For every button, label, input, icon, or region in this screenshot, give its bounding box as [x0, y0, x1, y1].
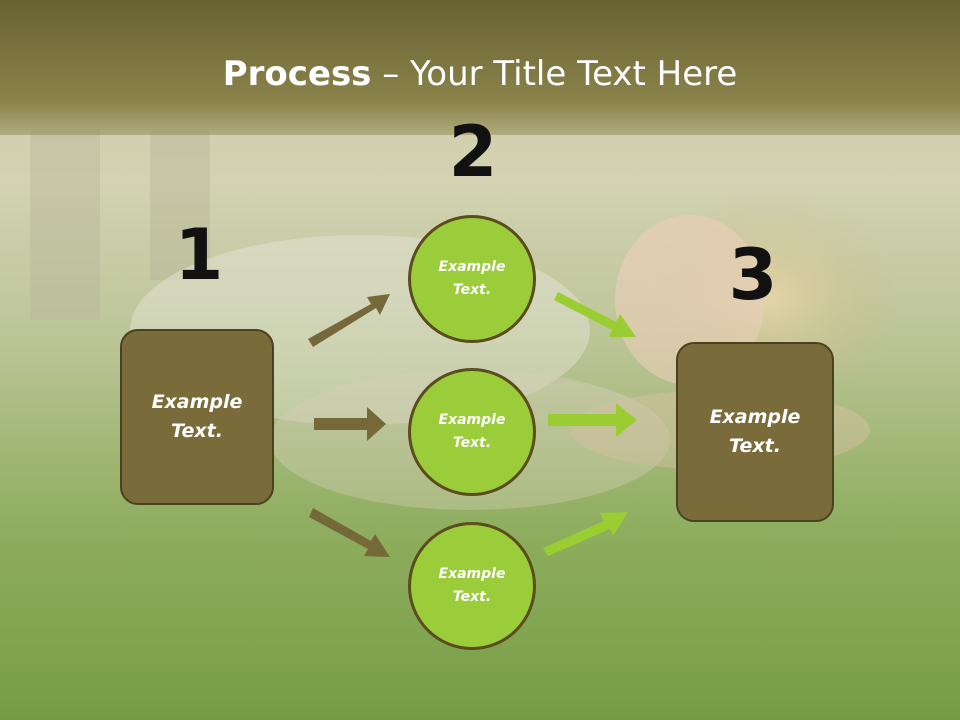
circle-top: Example Text. — [408, 215, 536, 343]
arrow-left-to-middle — [314, 407, 386, 441]
step-number-2: 2 — [448, 111, 498, 193]
right-box-text: Example Text. — [709, 406, 801, 457]
title-banner — [0, 0, 960, 135]
slide-title: Process – Your Title Text Here — [0, 52, 960, 96]
right-step-box: Example Text. — [676, 342, 834, 522]
circle-bottom: Example Text. — [408, 522, 536, 650]
title-rest: – Your Title Text Here — [371, 54, 738, 94]
title-strong: Process — [222, 54, 372, 94]
arrow-left-to-bottom — [309, 508, 390, 557]
left-box-text: Example Text. — [151, 391, 243, 442]
arrow-middle-to-right — [548, 403, 637, 437]
step-number-3: 3 — [728, 234, 778, 316]
circle-top-text: Example Text. — [438, 259, 506, 298]
left-step-box: Example Text. — [120, 329, 274, 505]
step-number-1: 1 — [174, 214, 224, 296]
arrow-left-to-top — [308, 294, 390, 347]
arrow-top-to-right — [554, 292, 636, 337]
arrow-bottom-to-right — [543, 512, 628, 556]
circle-middle: Example Text. — [408, 368, 536, 496]
circle-bottom-text: Example Text. — [438, 566, 506, 605]
circle-middle-text: Example Text. — [438, 412, 506, 451]
